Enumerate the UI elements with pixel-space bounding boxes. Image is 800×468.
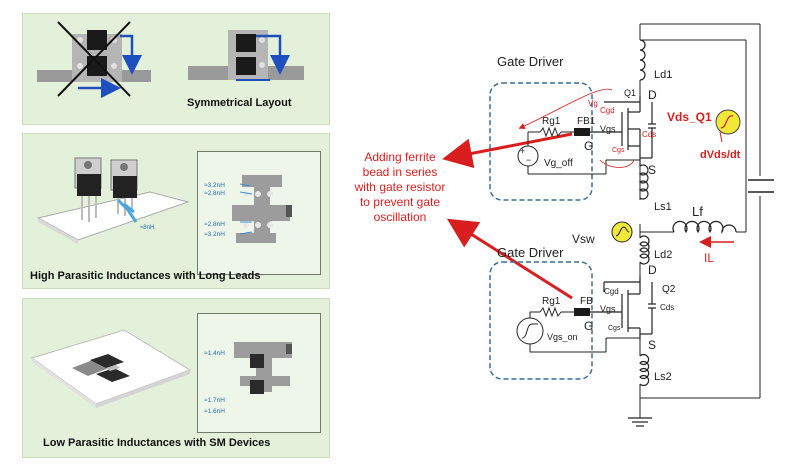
vsw-indicator [611, 221, 633, 243]
gate-driver-bottom-title: Gate Driver [497, 245, 564, 260]
rg1-top-label: Rg1 [542, 116, 561, 127]
vsw-wave-icon [615, 226, 630, 237]
vsw-label: Vsw [572, 232, 595, 246]
il-label: IL [704, 251, 714, 265]
ground-symbol [628, 417, 652, 427]
caption-symmetrical-layout: Symmetrical Layout [187, 97, 292, 109]
annotation-line-2: bead in series [363, 165, 438, 179]
q1-vg-label: Vg [588, 99, 598, 108]
caption-sm-devices: Low Parasitic Inductances with SM Device… [43, 437, 271, 449]
layout-pictogram-crossed [37, 21, 151, 98]
layout-pictogram-symmetrical [188, 30, 304, 81]
annotation-line-4: to prevent gate [360, 195, 440, 209]
arrow-to-annotation-top [442, 132, 573, 169]
vgs-on-pulse-icon [521, 323, 538, 339]
inductor-ld1 [639, 39, 646, 81]
vds-q1-label: Vds_Q1 [667, 110, 712, 124]
vg-off-source [517, 145, 539, 167]
dvds-dt-label: dVds/dt [700, 149, 741, 161]
ld2-label: Ld2 [654, 249, 672, 261]
label-2-8nH-bottom: ≈2.8nH [204, 221, 225, 228]
label-1-4nH: ≈1.4nH [204, 350, 225, 357]
gate-driver-bottom-wiring [529, 306, 640, 353]
annotation-line-1: Adding ferrite [364, 150, 436, 164]
q2-cgs-label: Cgs [608, 325, 621, 332]
q1-cgs-label: Cgs [612, 147, 625, 154]
mosfet-q1 [590, 96, 656, 166]
inset-long-leads-drawing: ≈3.2nH ≈2.8nH ≈2.8nH ≈3.2nH [204, 175, 292, 243]
label-2-8nH-top: ≈2.8nH [204, 190, 225, 197]
vgs-on-label: Vgs_on [547, 332, 578, 342]
inductor-ls1 [638, 164, 649, 200]
q2-drain-label: D [648, 263, 657, 277]
q1-drain-label: D [648, 88, 657, 102]
gate-driver-top-title: Gate Driver [497, 54, 564, 69]
annotation-line-5: oscillation [374, 210, 427, 224]
vds-waveform-icon [720, 115, 734, 129]
gate-bottom-label: G [584, 319, 593, 333]
label-3-2nH-top: ≈3.2nH [204, 182, 225, 189]
vgs-on-source [516, 317, 544, 345]
ferrite-annotation: Adding ferrite bead in series with gate … [354, 150, 446, 224]
vg-off-plus: + [520, 146, 525, 156]
loop-current-arrow-gate [599, 159, 635, 168]
inductor-lf [672, 220, 737, 235]
lf-label: Lf [692, 204, 703, 219]
inset-sm-drawing: ≈1.4nH ≈1.7nH ≈1.6nH [204, 342, 292, 415]
q2-vgs-label: Vgs [600, 304, 616, 314]
inductor-ld2 [639, 235, 650, 265]
gate-driver-top-wiring [527, 126, 640, 175]
gate-top-label: G [584, 139, 593, 153]
rg1-bottom-label: Rg1 [542, 296, 561, 307]
fb1-top-label: FB1 [577, 116, 596, 127]
ld1-label: Ld1 [654, 69, 672, 81]
q2-cgd-label: Cgd [604, 287, 619, 296]
q1-label: Q1 [624, 88, 636, 98]
arrow-to-annotation-bottom [446, 218, 573, 300]
vds-waveform-indicator [715, 109, 741, 135]
q1-source-label: S [648, 163, 656, 177]
q2-label: Q2 [662, 284, 676, 295]
q2-source-label: S [648, 338, 656, 352]
label-1-7nH: ≈1.7nH [204, 397, 225, 404]
label-1-6nH: ≈1.6nH [204, 408, 225, 415]
circuit-wires [639, 23, 761, 418]
q2-cds-label: Cds [660, 303, 674, 312]
inductor-ls2 [639, 353, 650, 387]
smd-board-illustration [30, 329, 192, 408]
dvds-dt-pointer [719, 131, 723, 143]
caption-long-leads: High Parasitic Inductances with Long Lea… [30, 270, 261, 282]
to220-board-illustration: ≈8nH [36, 157, 190, 244]
q1-cds-label: Cds [642, 130, 656, 139]
label-3-2nH-bottom: ≈3.2nH [204, 231, 225, 238]
ferrite-bead-top [574, 128, 590, 136]
loop-current-arrow-top [518, 88, 613, 129]
ls2-label: Ls2 [654, 371, 672, 383]
q1-cgd-label: Cgd [600, 106, 615, 115]
ls1-label: Ls1 [654, 201, 672, 213]
q1-vgs-label: Vgs [600, 124, 616, 134]
vg-off-minus: − [526, 155, 531, 165]
annotation-line-3: with gate resistor [354, 180, 446, 194]
ferrite-bead-bottom [574, 308, 590, 316]
fb-bottom-label: FB [580, 296, 593, 307]
dc-bus-capacitor [748, 179, 774, 193]
vg-off-label: Vg_off [544, 158, 573, 169]
mosfet-q2 [590, 276, 656, 340]
label-8nH: ≈8nH [140, 225, 154, 231]
